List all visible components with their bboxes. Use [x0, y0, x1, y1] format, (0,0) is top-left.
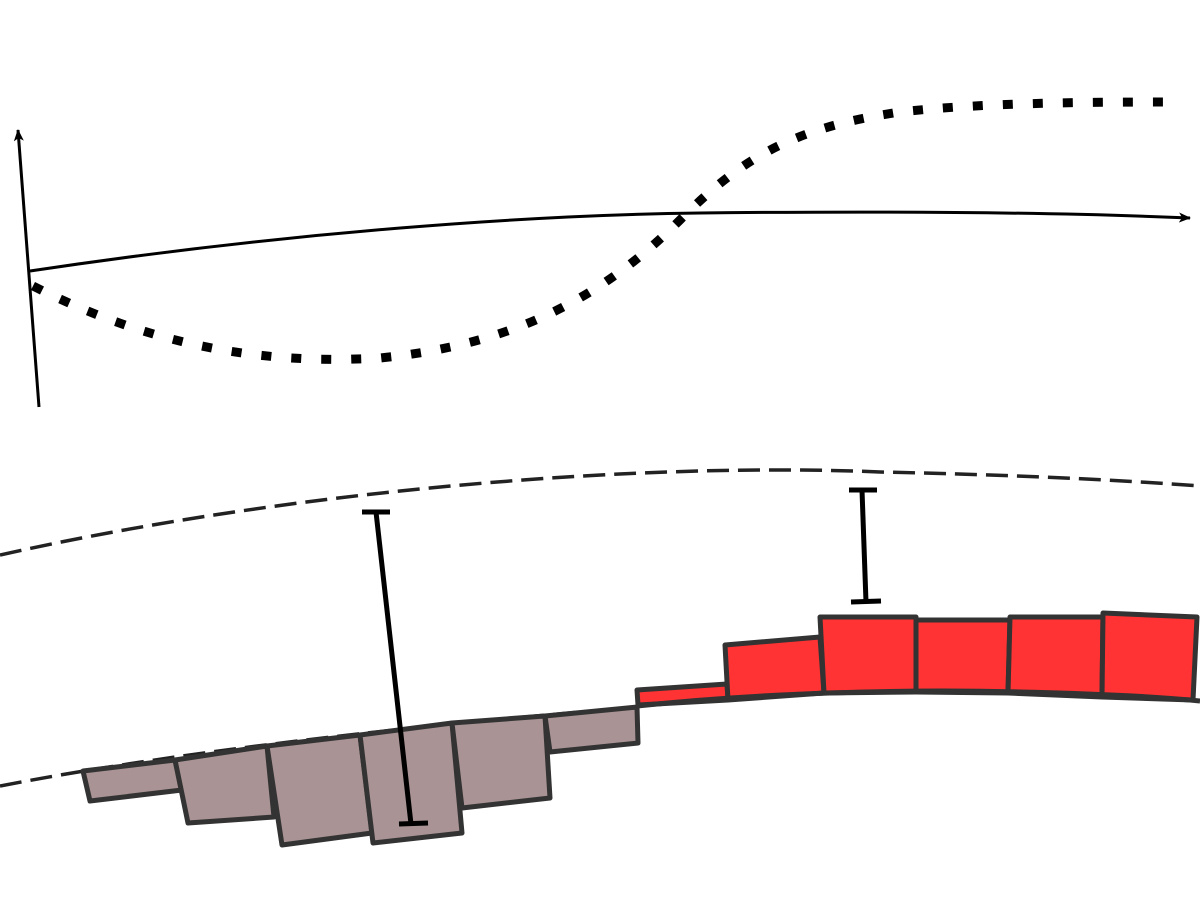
upper-dashed-curve — [0, 468, 1200, 557]
negative-bar — [264, 732, 375, 848]
error-bar-stem — [373, 511, 414, 825]
negative-bar — [449, 713, 553, 811]
positive-bar — [1005, 614, 1106, 700]
positive-bar — [913, 617, 1013, 696]
error-bar-right — [849, 487, 882, 605]
error-bar-stem — [859, 489, 869, 603]
error-bar-cap-bottom — [850, 598, 882, 605]
negative-bar — [542, 704, 641, 755]
lower-panel — [0, 468, 1200, 848]
bar-baseline-curve — [636, 688, 1200, 709]
negative-bars — [80, 704, 641, 848]
positive-bar — [817, 614, 919, 696]
negative-bar — [357, 720, 465, 846]
dotted-wave-curve — [30, 97, 1171, 364]
negative-bar — [172, 743, 277, 826]
positive-bar — [722, 634, 827, 703]
error-bar-left — [362, 509, 429, 827]
vertical-axis-arrow — [13, 129, 41, 408]
upper-panel — [13, 97, 1191, 408]
positive-bar — [1099, 610, 1200, 703]
error-bar-cap-bottom — [398, 820, 429, 827]
negative-bar — [80, 757, 185, 804]
horizontal-axis-arrow — [29, 210, 1191, 273]
